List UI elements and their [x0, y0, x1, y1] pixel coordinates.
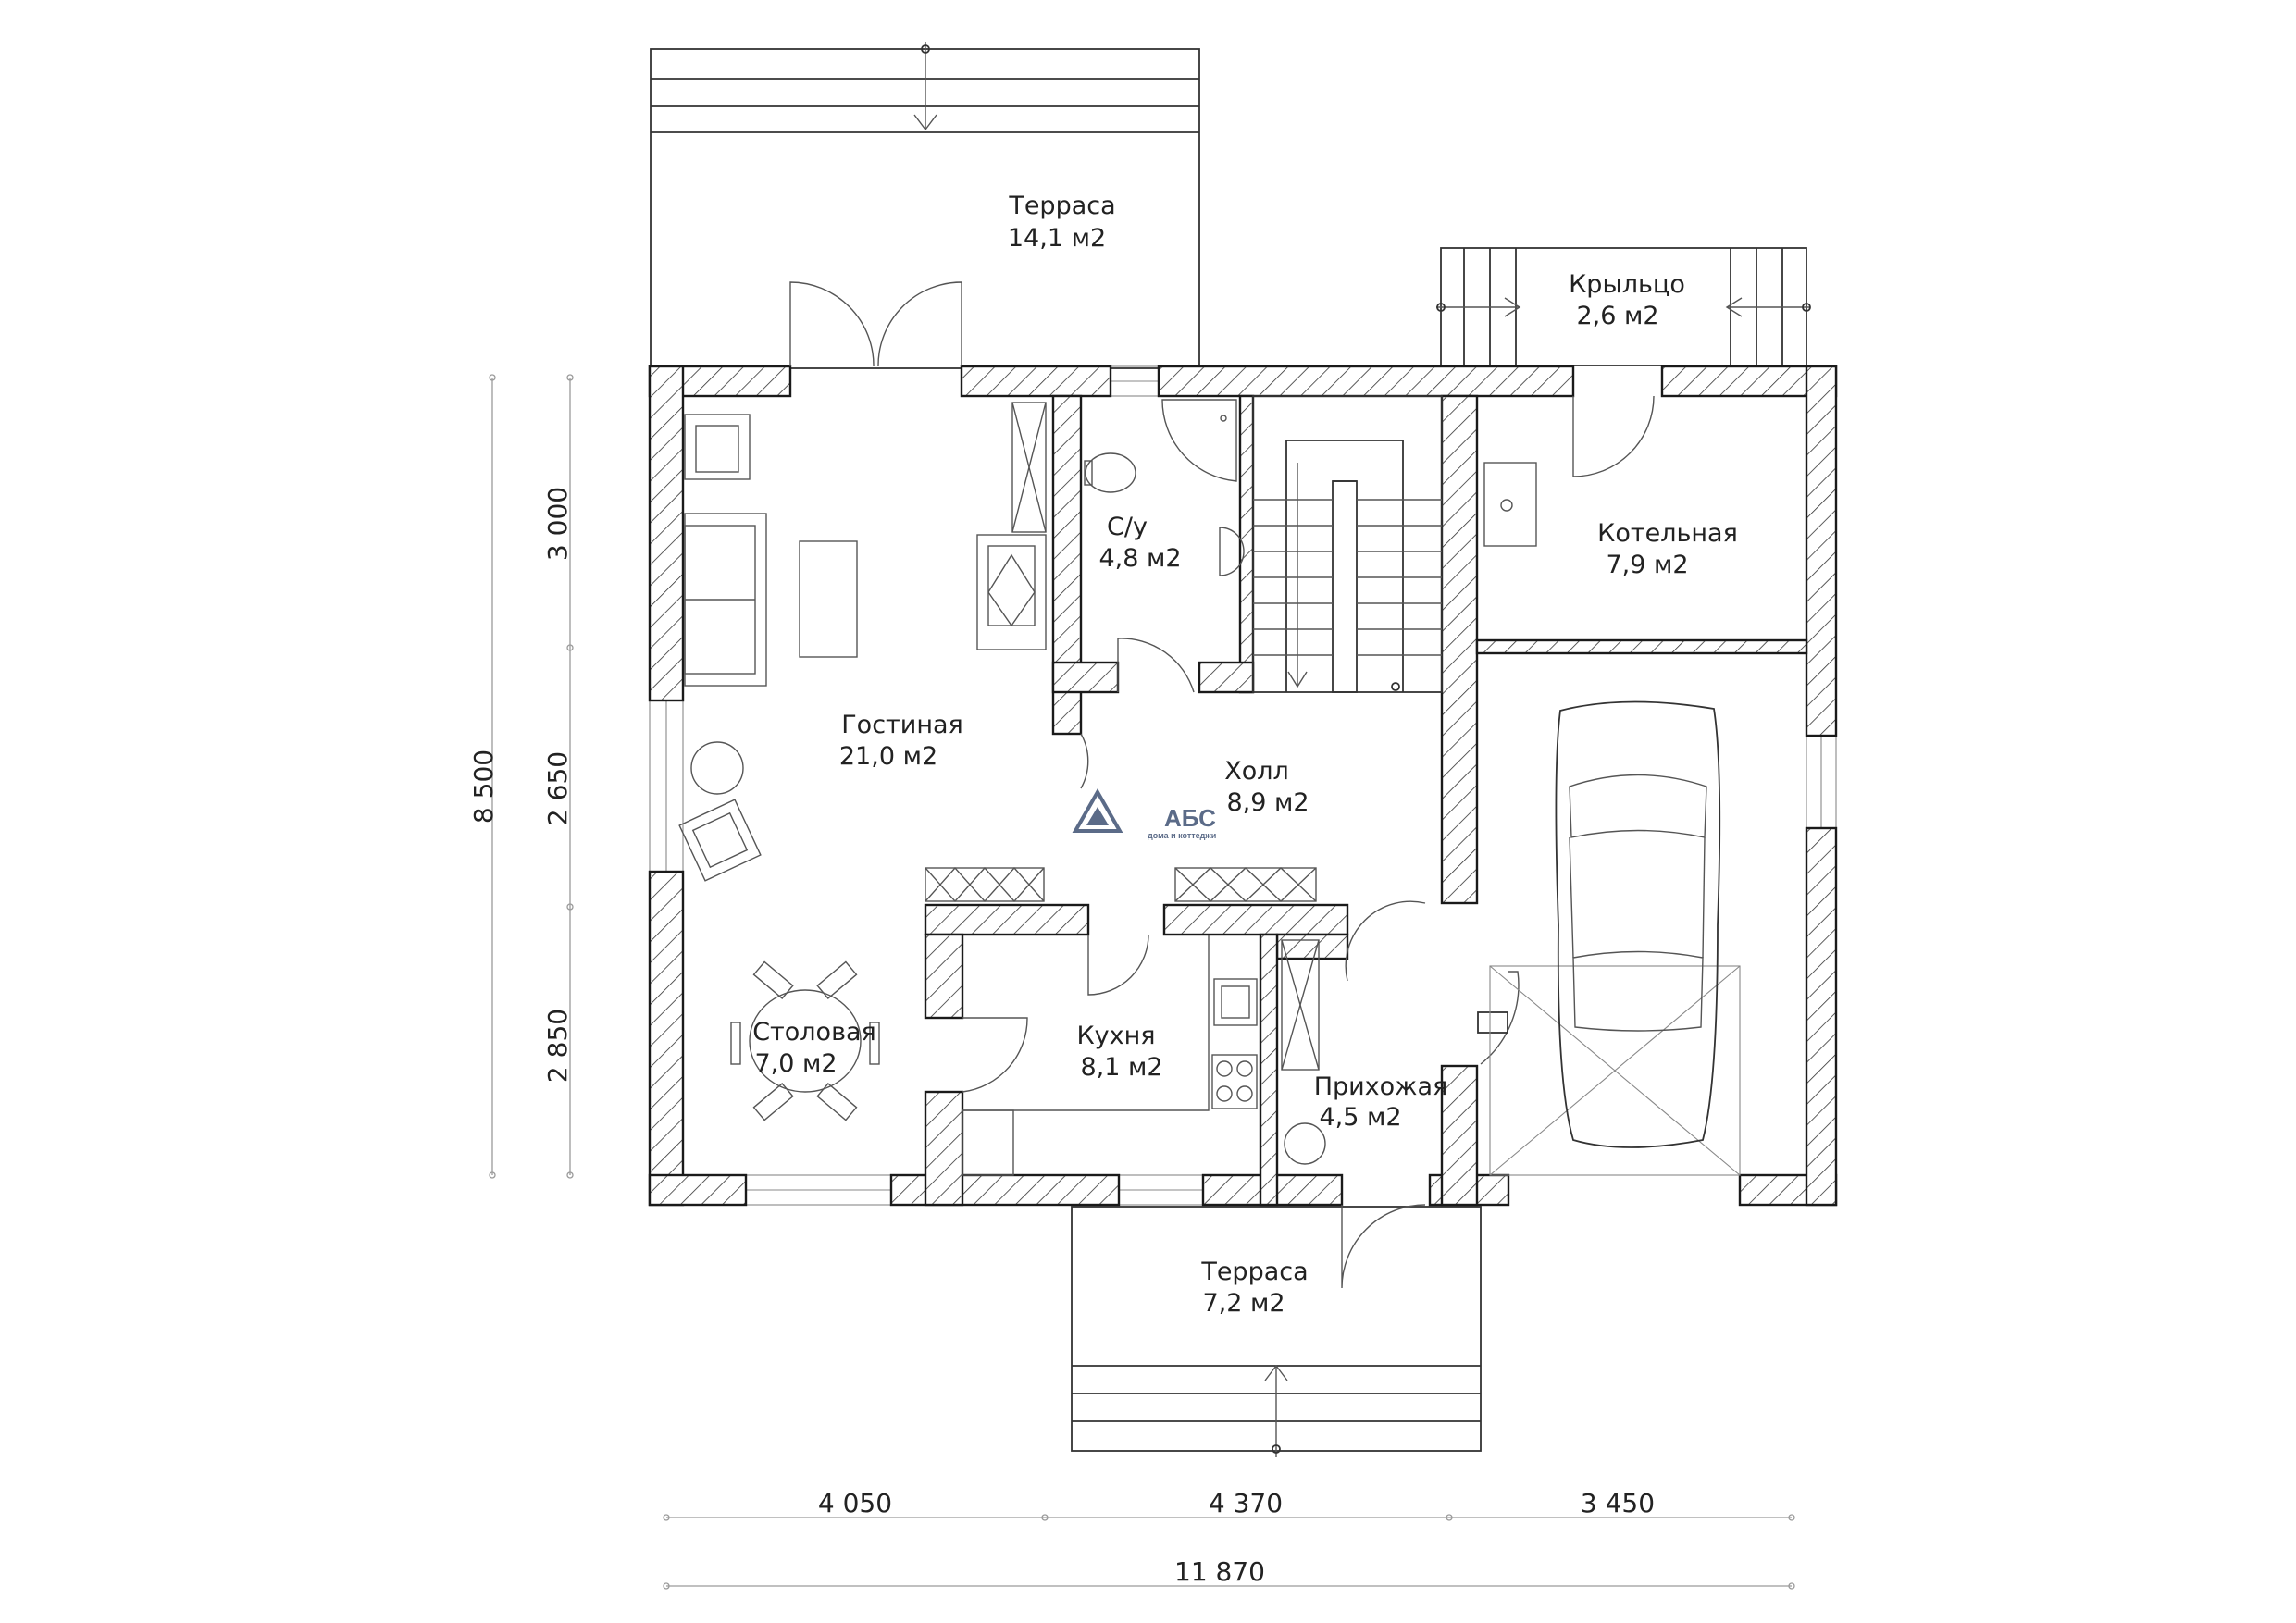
- living-area: 21,0 м2: [839, 742, 937, 771]
- walls: [648, 365, 1838, 1207]
- dim-horizontal-total: 11 870: [1174, 1556, 1265, 1587]
- bathroom-name: С/у: [1107, 513, 1148, 541]
- dim-horizontal-3: 3 450: [1581, 1488, 1655, 1518]
- dining-area: 7,0 м2: [754, 1049, 837, 1078]
- kitchen-area: 8,1 м2: [1080, 1053, 1162, 1082]
- logo-name: АБС: [1164, 804, 1216, 832]
- terrace-bottom-area: 7,2 м2: [1202, 1289, 1285, 1318]
- dim-vertical-total: 8 500: [468, 750, 499, 824]
- bathroom-area: 4,8 м2: [1098, 544, 1181, 573]
- dimension-labels: 8 500 3 000 2 650 2 850 4 050 4 370 3 45…: [468, 487, 1655, 1587]
- terrace-bottom: [1071, 1206, 1482, 1457]
- boiler-name: Котельная: [1597, 519, 1738, 548]
- dim-horizontal-2: 4 370: [1209, 1488, 1283, 1518]
- entrance-name: Прихожая: [1314, 1072, 1448, 1101]
- furniture: [678, 399, 1537, 1176]
- dim-vertical-3: 2 850: [542, 1009, 573, 1083]
- room-labels: Терраса 14,1 м2 Крыльцо 2,6 м2 С/у 4,8 м…: [752, 192, 1738, 1318]
- dining-name: Столовая: [752, 1018, 876, 1047]
- garage: [1489, 700, 1741, 1176]
- hall-name: Холл: [1224, 757, 1289, 786]
- staircase: [1252, 395, 1443, 693]
- terrace-top: [650, 42, 1200, 369]
- dimensions: [489, 374, 1795, 1590]
- kitchen-name: Кухня: [1076, 1022, 1155, 1050]
- abs-logo: АБС дома и коттеджи: [1072, 787, 1216, 840]
- dim-vertical-1: 3 000: [542, 487, 573, 561]
- living-name: Гостиная: [841, 711, 963, 739]
- boiler-area: 7,9 м2: [1606, 551, 1688, 579]
- dim-vertical-2: 2 650: [542, 751, 573, 825]
- doors: [789, 281, 1655, 1289]
- porch-name: Крыльцо: [1569, 270, 1685, 299]
- terrace-top-name: Терраса: [1008, 192, 1115, 220]
- porch-area: 2,6 м2: [1576, 302, 1658, 330]
- terrace-bottom-name: Терраса: [1200, 1258, 1308, 1286]
- porch: [1436, 247, 1811, 366]
- terrace-top-area: 14,1 м2: [1008, 224, 1106, 253]
- entrance-area: 4,5 м2: [1319, 1103, 1401, 1132]
- dim-horizontal-1: 4 050: [818, 1488, 892, 1518]
- hall-area: 8,9 м2: [1226, 788, 1309, 817]
- logo-tagline: дома и коттеджи: [1148, 831, 1216, 840]
- car-icon: [1555, 700, 1721, 1148]
